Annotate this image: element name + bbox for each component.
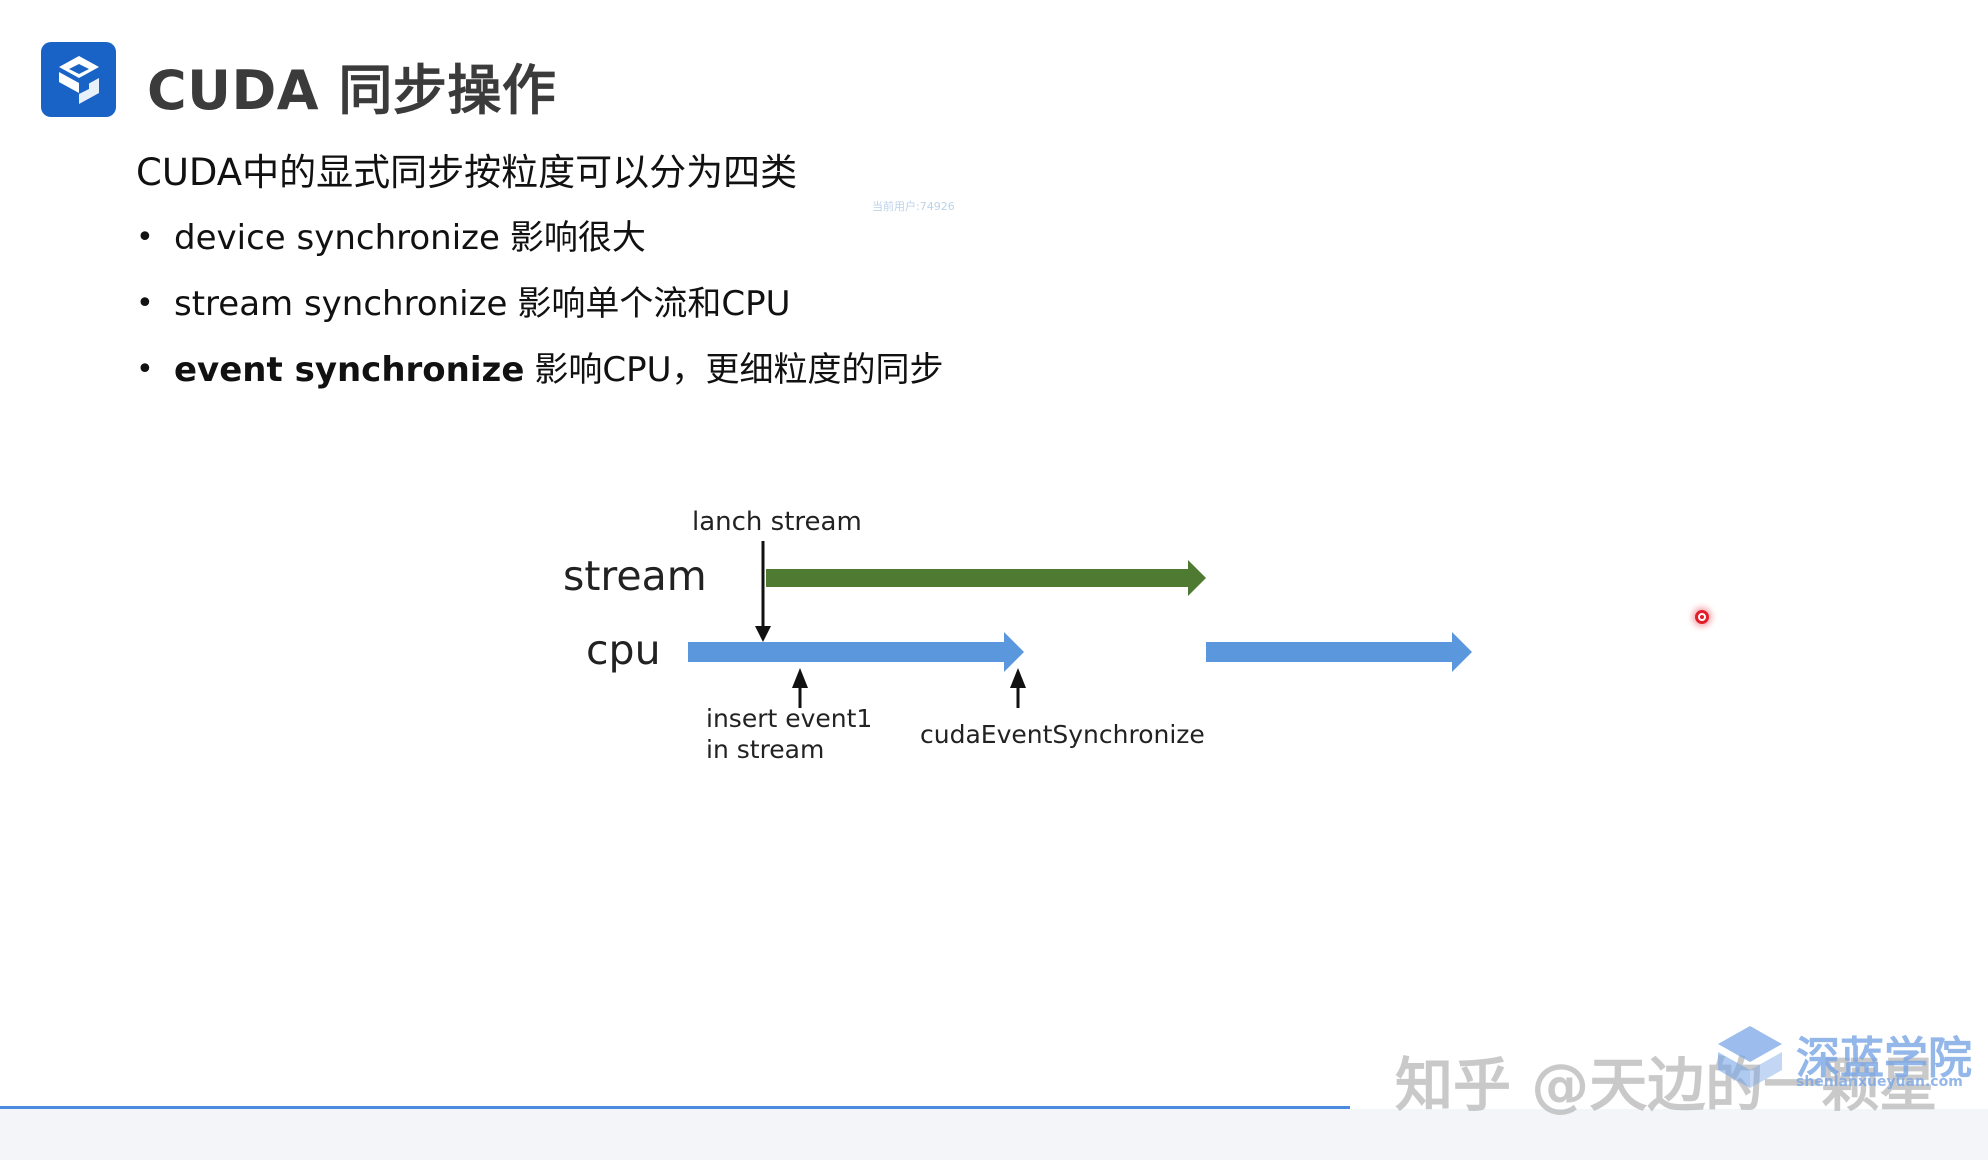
subtitle: CUDA中的显式同步按粒度可以分为四类	[136, 151, 798, 194]
bullet-term: stream synchronize	[174, 284, 508, 324]
insert-event-label: insert event1 in stream	[706, 703, 872, 765]
laser-pointer-icon	[1695, 610, 1709, 624]
bullet-dot-icon: •	[136, 220, 154, 255]
bottom-band	[0, 1109, 1988, 1160]
zhihu-watermark: 知乎 @天边的一颗星	[1395, 1051, 1938, 1119]
slide-title: CUDA 同步操作	[147, 59, 557, 122]
bullet-term: device synchronize	[174, 218, 500, 258]
insert-event-up-arrow	[792, 668, 808, 708]
brand-watermark: 深蓝学院 shenlanxueyuan.com	[1710, 1022, 1980, 1092]
lanch-down-arrow	[755, 541, 771, 642]
brand-url: shenlanxueyuan.com	[1796, 1074, 1963, 1090]
insert-event-line1: insert event1	[706, 704, 873, 733]
lanch-stream-label: lanch stream	[692, 507, 862, 537]
bullet-desc: 影响单个流和CPU	[517, 284, 791, 324]
cuda-event-sync-label: cudaEventSynchronize	[920, 720, 1205, 749]
user-watermark: 当前用户:74926	[872, 200, 955, 213]
bullet-dot-icon: •	[136, 352, 154, 387]
sync-up-arrow	[1010, 668, 1026, 708]
bullet-term: event synchronize	[174, 350, 525, 390]
stream-arrow	[766, 560, 1206, 596]
bullet-dot-icon: •	[136, 286, 154, 321]
bullet-desc: 影响很大	[509, 218, 646, 258]
brand-logo-icon	[1718, 1026, 1782, 1088]
cpu-arrow-before-sync	[688, 632, 1024, 672]
row-label-stream: stream	[563, 552, 707, 600]
brand-name: 深蓝学院	[1796, 1033, 1972, 1084]
bullet-desc: 影响CPU，更细粒度的同步	[534, 350, 944, 390]
insert-event-line2: in stream	[706, 735, 825, 764]
bottom-accent-line	[0, 1106, 1350, 1109]
logo-glyph	[58, 55, 99, 104]
s-logo-icon	[41, 42, 116, 117]
row-label-cpu: cpu	[586, 626, 661, 674]
cpu-arrow-after-sync	[1206, 632, 1472, 672]
